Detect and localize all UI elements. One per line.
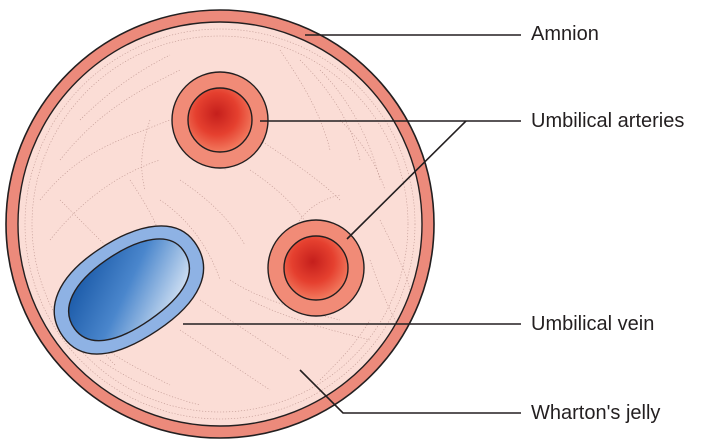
amnion-label: Amnion bbox=[531, 23, 599, 45]
umbilical-arteries-label: Umbilical arteries bbox=[531, 110, 685, 132]
umbilical-vein bbox=[53, 225, 205, 355]
jelly-leader-line bbox=[299, 369, 521, 414]
umbilical-artery-bottom-lumen bbox=[283, 235, 349, 301]
umbilical-artery-top-lumen bbox=[187, 87, 253, 153]
umbilical-vein-label: Umbilical vein bbox=[531, 313, 655, 335]
umbilical-vein-lumen bbox=[68, 238, 191, 342]
whartons-jelly-label: Wharton's jelly bbox=[531, 402, 661, 424]
leader-lines bbox=[183, 34, 521, 414]
arteries-leader-line-diagonal bbox=[346, 120, 467, 240]
